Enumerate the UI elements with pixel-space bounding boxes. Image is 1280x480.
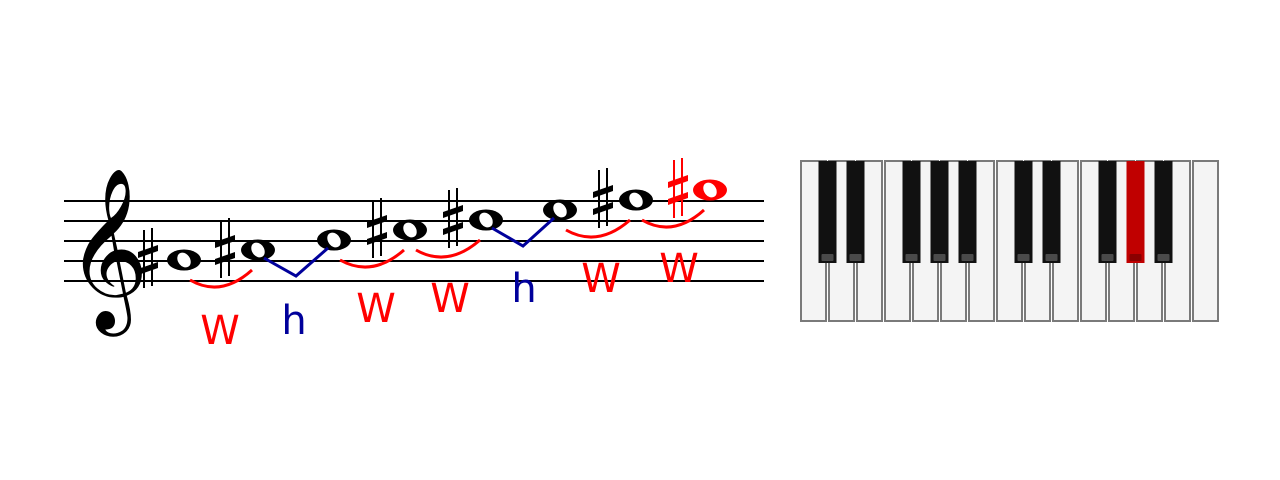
whole-step-arc bbox=[189, 268, 254, 289]
half-step-marker bbox=[263, 246, 329, 278]
whole-step-label: W bbox=[659, 246, 699, 292]
whole-step-arc bbox=[641, 208, 706, 229]
piano-keyboard bbox=[800, 160, 1219, 322]
whole-note bbox=[693, 179, 727, 201]
whole-note bbox=[317, 229, 351, 251]
black-key[interactable] bbox=[1042, 161, 1061, 263]
sharp-icon bbox=[215, 218, 235, 278]
whole-note bbox=[167, 249, 201, 271]
black-key[interactable] bbox=[818, 161, 837, 263]
black-key-highlighted[interactable] bbox=[1126, 161, 1145, 263]
whole-step-arc bbox=[565, 218, 631, 239]
sharp-icon bbox=[593, 168, 613, 228]
black-key[interactable] bbox=[902, 161, 921, 263]
white-key[interactable] bbox=[1192, 160, 1219, 322]
black-key[interactable] bbox=[1154, 161, 1173, 263]
whole-step-arc bbox=[339, 248, 405, 269]
svg-text:𝄞: 𝄞 bbox=[66, 167, 149, 337]
black-key[interactable] bbox=[1014, 161, 1033, 263]
treble-clef-icon: 𝄞 bbox=[66, 167, 149, 337]
whole-step-label: W bbox=[356, 286, 396, 332]
half-step-marker bbox=[491, 216, 556, 248]
black-key[interactable] bbox=[930, 161, 949, 263]
half-step-label: h bbox=[281, 298, 306, 344]
whole-step-label: W bbox=[200, 308, 240, 354]
whole-step-label: W bbox=[430, 276, 470, 322]
whole-note bbox=[619, 189, 653, 211]
whole-step-label: W bbox=[581, 256, 621, 302]
sharp-icon bbox=[668, 158, 688, 218]
black-key[interactable] bbox=[1098, 161, 1117, 263]
half-step-label: h bbox=[511, 266, 536, 312]
whole-note bbox=[241, 239, 275, 261]
sharp-icon bbox=[138, 228, 158, 288]
whole-note bbox=[393, 219, 427, 241]
whole-note bbox=[543, 199, 577, 221]
whole-step-arc bbox=[415, 238, 481, 259]
whole-note bbox=[469, 209, 503, 231]
black-key[interactable] bbox=[958, 161, 977, 263]
scale-notes bbox=[138, 158, 727, 288]
sharp-icon bbox=[443, 188, 463, 248]
black-key[interactable] bbox=[846, 161, 865, 263]
sharp-icon bbox=[367, 198, 387, 258]
